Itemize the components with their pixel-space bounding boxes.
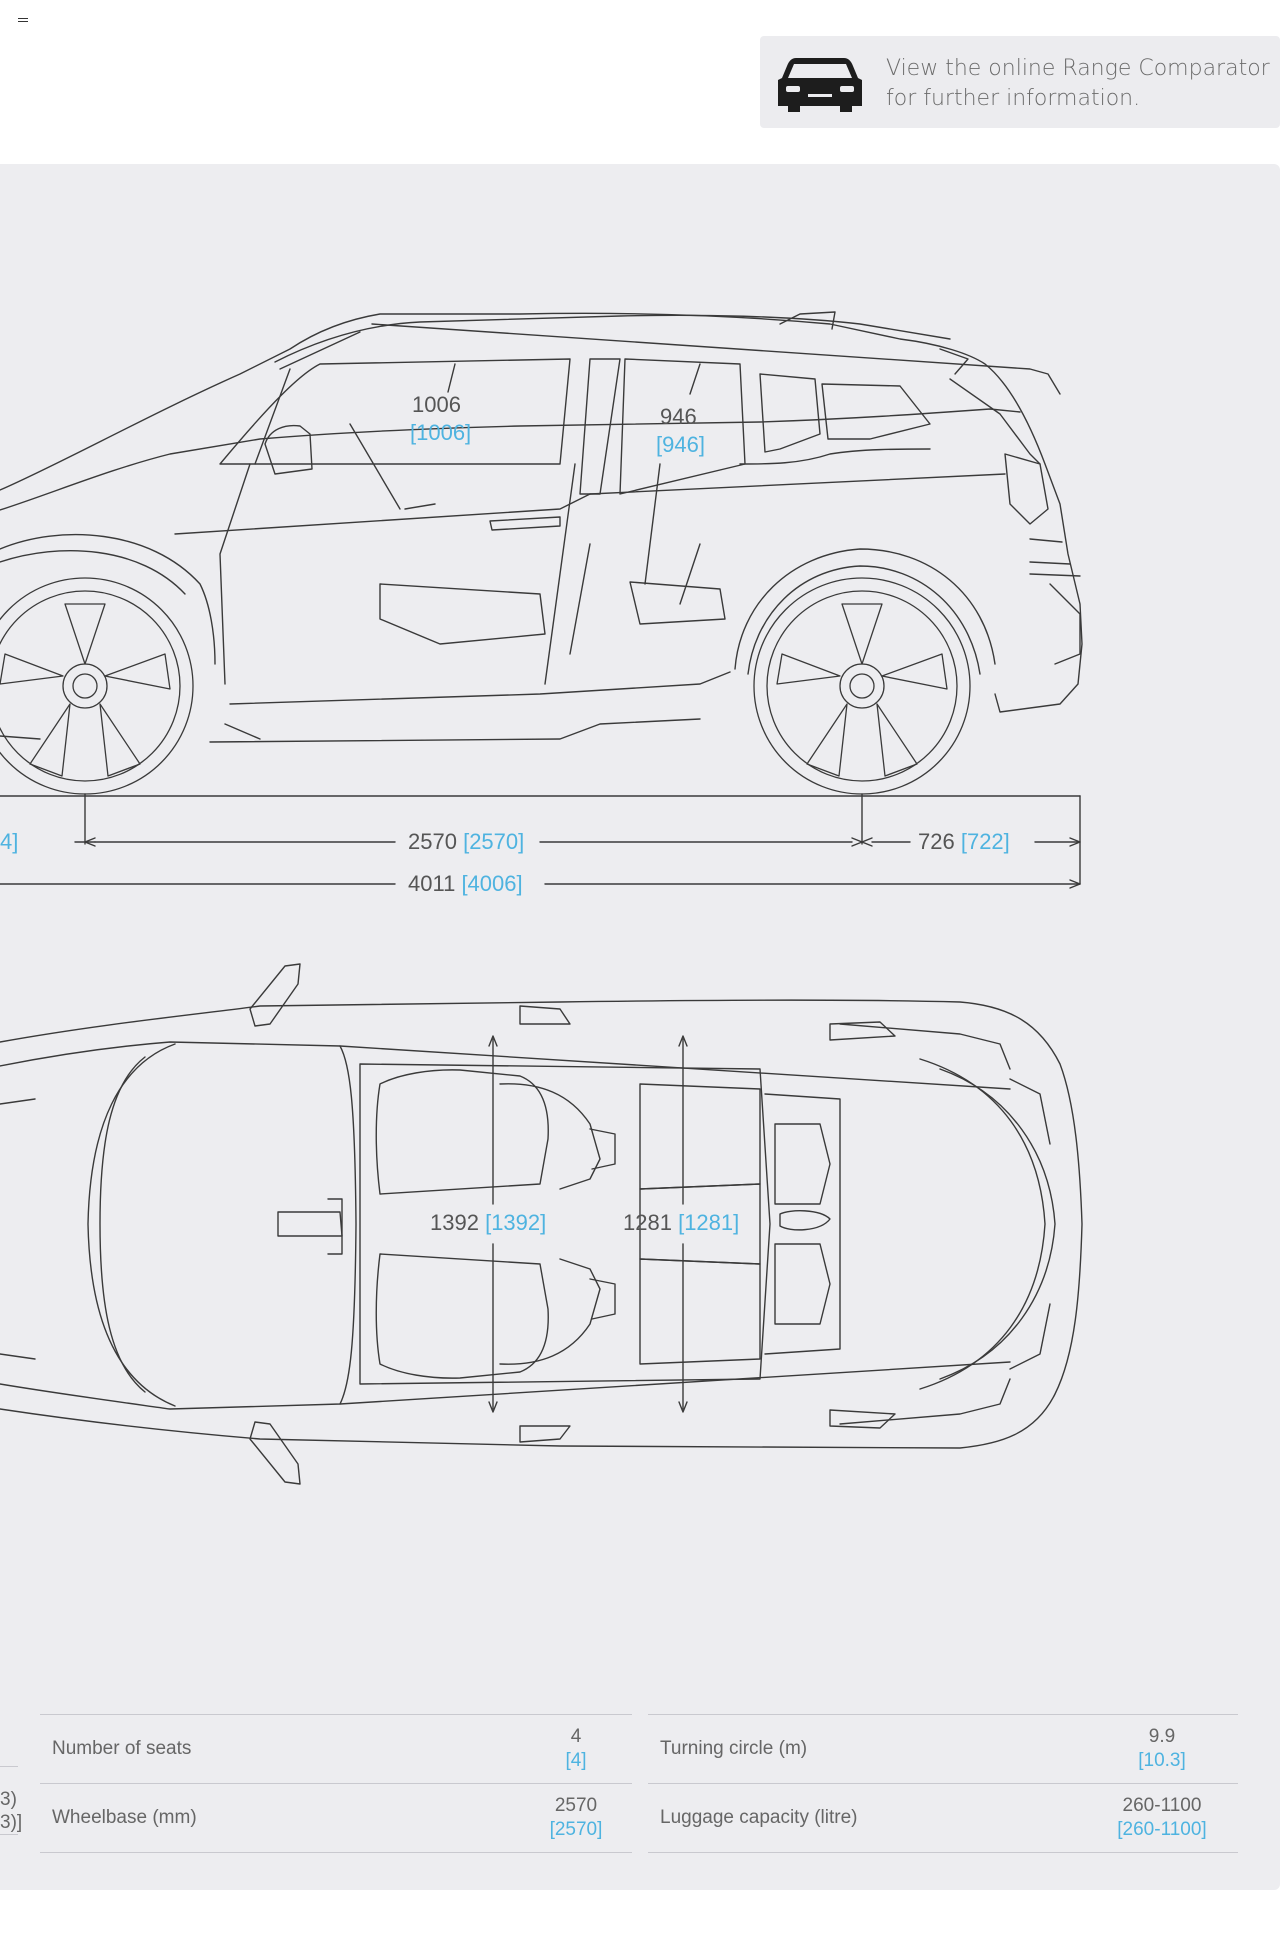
table-row: Wheelbase (mm) 2570 [2570] [40,1783,632,1853]
spec-label: Wheelbase (mm) [40,1783,520,1853]
banner-line-1: View the online Range Comparator [886,56,1270,81]
rear-headroom-alt-label: [946] [656,432,705,457]
spec-value: 9.9 [10.3] [1086,1714,1238,1784]
front-shoulder-room: 1392 [1392] [430,1210,547,1235]
menu-icon[interactable] [18,18,28,24]
rear-wheel [753,577,971,795]
table-row: Turning circle (m) 9.9 [10.3] [648,1714,1238,1784]
rear-headroom-label: 946 [660,404,697,429]
top-view-drawing [0,963,1083,1485]
rear-shoulder-room: 1281 [1281] [623,1210,740,1235]
spec-table-right: Turning circle (m) 9.9 [10.3] Luggage ca… [648,1714,1238,1853]
table-row: Luggage capacity (litre) 260-1100 [260-1… [648,1783,1238,1853]
banner-line-2: for further information. [886,86,1141,111]
front-headroom-alt-label: [1006] [410,420,472,445]
car-front-icon [778,58,862,112]
spec-table-left: Number of seats 4 [4] Wheelbase (mm) 257… [40,1714,632,1853]
table-row: Number of seats 4 [4] [40,1714,632,1784]
dimensions-panel: 1006 [1006] 946 [946] 4] 2570 [2570] 726… [0,164,1280,1890]
front-overhang-fragment: 4] [0,829,19,854]
front-headroom-label: 1006 [412,392,461,417]
overall-length-dimension: 4011 [4006] [408,871,523,896]
spec-label: Turning circle (m) [648,1714,1086,1784]
front-wheel [0,577,194,795]
spec-edge-fragment-1: 3) [0,1789,17,1810]
range-comparator-banner[interactable]: View the online Range Comparator for fur… [760,36,1280,128]
side-view-drawing [0,311,1083,889]
spec-label: Luggage capacity (litre) [648,1783,1086,1853]
spec-label: Number of seats [40,1714,520,1784]
spec-value: 4 [4] [520,1714,632,1784]
spec-value: 260-1100 [260-1100] [1086,1783,1238,1853]
wheelbase-dimension: 2570 [2570] [408,829,525,854]
spec-value: 2570 [2570] [520,1783,632,1853]
rear-overhang-dimension: 726 [722] [918,829,1010,854]
spec-edge-fragment-2: 3)] [0,1812,23,1833]
